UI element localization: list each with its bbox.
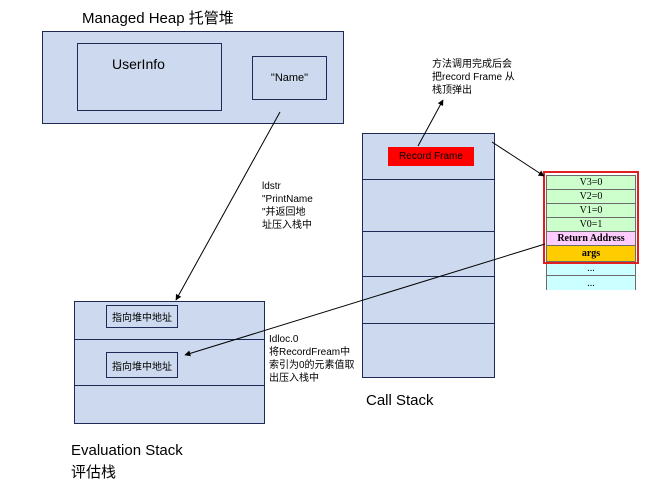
eval-stack-title-cn: 评估栈 xyxy=(71,464,117,481)
local-v1: V1=0 xyxy=(547,204,635,218)
eval-stack-divider xyxy=(75,385,264,386)
call-stack-divider xyxy=(363,276,494,277)
return-frame-note: 方法调用完成后会 把record Frame 从 栈顶弹出 xyxy=(432,59,515,96)
ldloc-arrow xyxy=(184,243,546,357)
call-stack-title: Call Stack xyxy=(366,392,434,409)
ldloc-note: Idloc.0 将RecordFream中 索引为0的元素值取 出压入栈中 xyxy=(269,334,355,384)
eval-stack-title: Evaluation Stack xyxy=(71,442,183,459)
evaluation-stack: 指向堆中地址 指向堆中地址 xyxy=(74,301,265,424)
call-stack-divider xyxy=(363,323,494,324)
local-v0: V0=1 xyxy=(547,218,635,232)
heap-pointer-2: 指向堆中地址 xyxy=(106,352,178,378)
userinfo-label: UserInfo xyxy=(112,56,165,72)
record-frame-block: Record Frame xyxy=(388,147,474,166)
record-frame-highlight xyxy=(543,171,639,264)
call-stack-divider xyxy=(363,231,494,232)
record-frame-detail: V3=0 V2=0 V1=0 V0=1 Return Address args … xyxy=(546,175,636,290)
userinfo-box: UserInfo xyxy=(77,43,222,111)
eval-stack-divider xyxy=(75,339,264,340)
name-string-box: "Name" xyxy=(252,56,327,100)
args: args xyxy=(547,246,635,262)
call-stack: Record Frame xyxy=(362,133,495,378)
record-frame-arrow xyxy=(491,141,545,177)
ldstr-arrow xyxy=(175,111,281,301)
call-stack-divider xyxy=(363,179,494,180)
heap-title: Managed Heap 托管堆 xyxy=(82,10,234,27)
managed-heap: UserInfo "Name" xyxy=(42,31,344,124)
ldstr-note: ldstr "PrintName "并返回地 址压入栈中 xyxy=(262,181,313,231)
stack-continuation: ... xyxy=(547,262,635,276)
local-v2: V2=0 xyxy=(547,190,635,204)
return-address: Return Address xyxy=(547,232,635,246)
stack-continuation: ... xyxy=(547,276,635,290)
heap-pointer-1: 指向堆中地址 xyxy=(106,305,178,328)
local-v3: V3=0 xyxy=(547,176,635,190)
pop-arrow xyxy=(417,99,444,147)
